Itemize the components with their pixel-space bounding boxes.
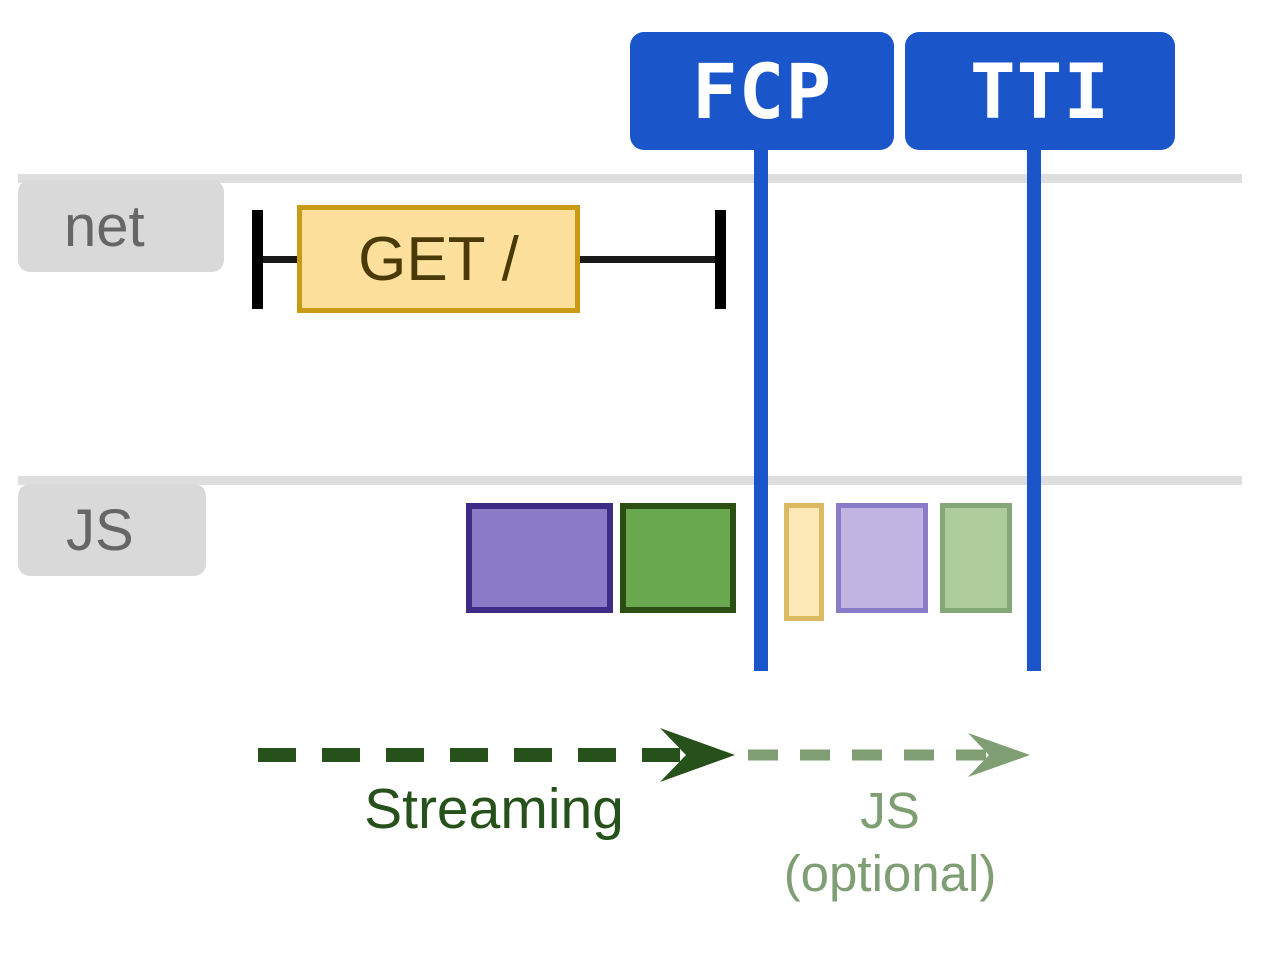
js-task-green-optional[interactable] [940,503,1012,613]
lane-label-js-text: JS [66,497,134,563]
streaming-annotation-text: Streaming [364,777,624,841]
lane-label-net: net [18,180,224,272]
fcp-marker-badge[interactable]: FCP [630,32,894,150]
request-whisker-left [252,256,300,263]
lane-rule-js [18,476,1242,485]
request-block-label: GET / [358,224,519,294]
js-optional-annotation-label: JS (optional) [738,782,1042,902]
lane-label-net-text: net [64,193,145,259]
request-start-cap [252,210,263,309]
request-whisker-right [578,256,723,263]
request-end-cap [715,210,726,309]
lane-rule-net [18,174,1242,183]
js-task-purple-optional[interactable] [836,503,928,613]
lane-label-js: JS [18,484,206,576]
tti-marker-label: TTI [969,46,1111,136]
js-task-green[interactable] [620,503,736,613]
fcp-marker-line [754,148,768,671]
tti-marker-badge[interactable]: TTI [905,32,1175,150]
tti-marker-line [1027,148,1041,671]
fcp-marker-label: FCP [691,46,833,136]
js-task-yellow-optional[interactable] [784,503,824,621]
js-optional-annotation-line1: JS [860,782,920,839]
js-optional-annotation-line2: (optional) [783,845,997,903]
js-task-purple[interactable] [466,503,613,613]
request-block-get-root[interactable]: GET / [297,205,580,313]
streaming-annotation-label: Streaming [258,777,730,842]
